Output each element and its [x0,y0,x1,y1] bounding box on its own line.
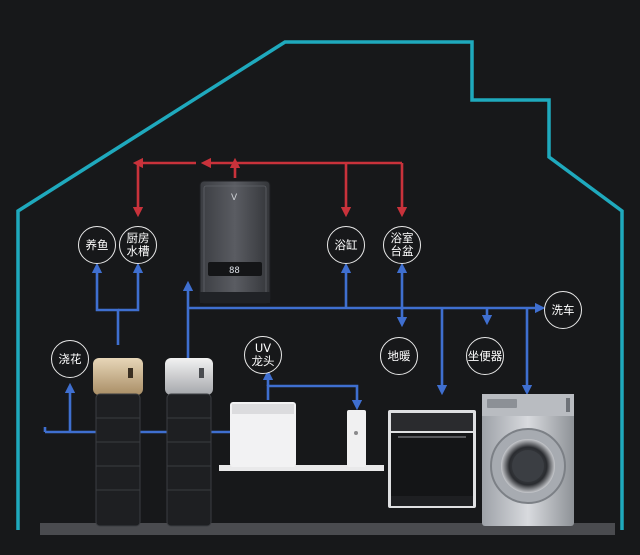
uv-faucet-label: UV 龙头 [244,336,282,374]
water-purifier-gold [93,358,143,527]
water-heater: 88 V [199,180,271,304]
toilet-label: 坐便器 [466,337,504,375]
bathroom-basin-label: 浴室 台盆 [383,226,421,264]
bathtub-label: 浴缸 [327,226,365,264]
heater-logo: V [231,193,238,203]
water-purifier-silver [165,358,213,527]
washing-machine [482,394,574,526]
dishwasher [388,410,476,508]
kitchen-sink-label: 厨房 水槽 [119,226,157,264]
floor-heating-label: 地暖 [380,337,418,375]
car-wash-label: 洗车 [544,291,582,329]
fish-tank-label: 养鱼 [78,226,116,264]
hot-water-pipes [132,157,408,218]
heater-display: 88 [229,266,240,276]
cold-water-pipes [43,262,546,434]
under-sink-unit [219,402,384,471]
house-outline [16,40,624,530]
watering-label: 浇花 [51,340,89,378]
